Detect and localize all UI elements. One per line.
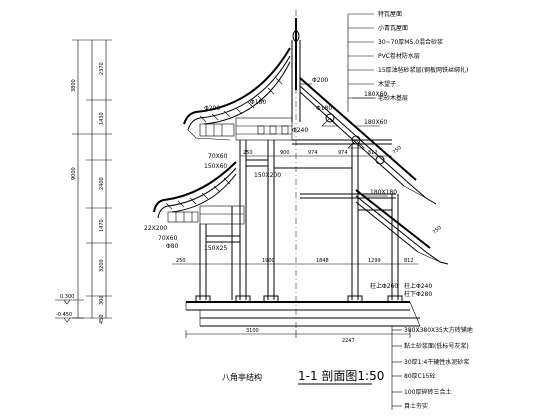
dim-bottom-2: 2247 [342, 338, 355, 344]
label-post-phi80: Φ80 [166, 243, 179, 250]
sub-caption: 八角亭结构 [222, 372, 262, 382]
level-mark-plus: 0.300 [60, 294, 74, 300]
columns [195, 140, 403, 303]
dim-inner-6: 300 [99, 295, 105, 305]
label-beam-70x60-b: 70X60 [158, 235, 178, 242]
floor-layer-4: 80厚C15砼 [404, 372, 435, 380]
label-left-purlin: Φ200 [204, 105, 220, 112]
dim-inner-4: 1470 [99, 219, 105, 232]
member-labels: Φ200 Φ200 Φ180 Φ240 Φ180 180X60 180X60 7… [144, 77, 443, 298]
label-beam-180x60-a: 180X60 [364, 119, 387, 126]
dim-low-4: 1299 [368, 258, 381, 264]
dim-mid-1: 250 [243, 150, 253, 156]
label-base-260: 柱上Φ260 [370, 282, 398, 290]
label-beam-150x200: 150X200 [254, 172, 281, 179]
floor-layer-3: 30厚1:4干硬性水泥砂浆 [404, 358, 469, 366]
label-ridge-240: Φ240 [292, 127, 308, 134]
dim-outer-2: 9000 [71, 167, 77, 180]
roof-layer-4: PVC卷材防水层 [378, 52, 420, 60]
dim-inner-1: 2370 [99, 62, 105, 75]
roof-layer-2: 小青瓦屋面 [378, 24, 408, 32]
roof-layer-callouts: 特瓦屋面 小青瓦屋面 30~70厚M5.0混合砂浆 PVC卷材防水层 15厚油毡… [347, 10, 468, 112]
roof-layer-5: 15厚油毡砂浆层(钢板网铁丝绑扎) [378, 66, 468, 74]
drawing-title: 1-1 剖面图1:50 [298, 369, 384, 383]
roof-layer-3: 30~70厚M5.0混合砂浆 [378, 38, 443, 46]
label-base-240: 柱上Φ240 [404, 282, 432, 290]
dim-mid-3: 974 [308, 150, 318, 156]
label-post-top: Φ200 [312, 77, 328, 84]
label-beam-22x200: 22X200 [144, 225, 167, 232]
roof-layer-6: 木望子 [378, 80, 396, 88]
upper-roof-right [292, 77, 437, 205]
label-beam-150x25: 150X25 [204, 245, 227, 252]
label-beam-180x60-b: 180X60 [364, 91, 387, 98]
upper-roof-left [183, 47, 293, 141]
dim-mid-2: 900 [280, 150, 290, 156]
dim-mid-5: 812 [368, 150, 378, 156]
label-beam-70x60: 70X60 [208, 153, 228, 160]
dim-low-5: 812 [404, 258, 414, 264]
lower-roof-left [153, 161, 245, 225]
roof-layer-7: 老砂木基层 [378, 94, 408, 102]
floor-layer-6: 目土夯实 [404, 402, 428, 410]
label-purlin-180: Φ180 [250, 99, 266, 106]
dim-inner-2: 1430 [99, 112, 105, 125]
dim-inner-7: 450 [99, 314, 105, 324]
label-bracket-150x60: 150X60 [204, 163, 227, 170]
label-slope-1: 750 [392, 145, 403, 156]
label-slope-2: 750 [432, 225, 443, 236]
dim-low-1: 250 [176, 258, 186, 264]
spire [291, 10, 301, 330]
label-beam-180x180: 180X180 [370, 189, 397, 196]
label-base-280: 柱下Φ280 [404, 290, 432, 298]
floor-layer-callouts: 380X380X35大方砖铺地 黏土砂浆面(低标号灰浆) 30厚1:4干硬性水泥… [391, 326, 473, 410]
floor-layer-5: 100厚碎砖三合土 [404, 388, 451, 396]
roof-layer-1: 特瓦屋面 [378, 10, 402, 18]
dim-low-3: 1848 [316, 258, 329, 264]
dim-low-2: 1900 [262, 258, 275, 264]
dim-inner-3: 2400 [99, 177, 105, 190]
floor-layer-1: 380X380X35大方砖铺地 [404, 326, 473, 334]
floor-layer-2: 黏土砂浆面(低标号灰浆) [404, 342, 469, 350]
dim-bottom-1: 3100 [246, 328, 259, 334]
horizontal-dimensions: 250 900 974 974 812 250 1900 1848 1299 8… [172, 150, 418, 344]
dim-inner-5: 3200 [99, 259, 105, 272]
lower-roof-right [300, 189, 449, 265]
dim-outer-1: 3800 [71, 79, 77, 92]
vertical-dimensions: 3800 9000 2370 1430 2400 1470 3200 300 4… [55, 39, 112, 324]
label-purlin-180b: Φ180 [316, 105, 332, 112]
dim-mid-4: 974 [338, 150, 348, 156]
level-mark-minus: -0.450 [56, 312, 72, 318]
foundation [185, 301, 421, 327]
